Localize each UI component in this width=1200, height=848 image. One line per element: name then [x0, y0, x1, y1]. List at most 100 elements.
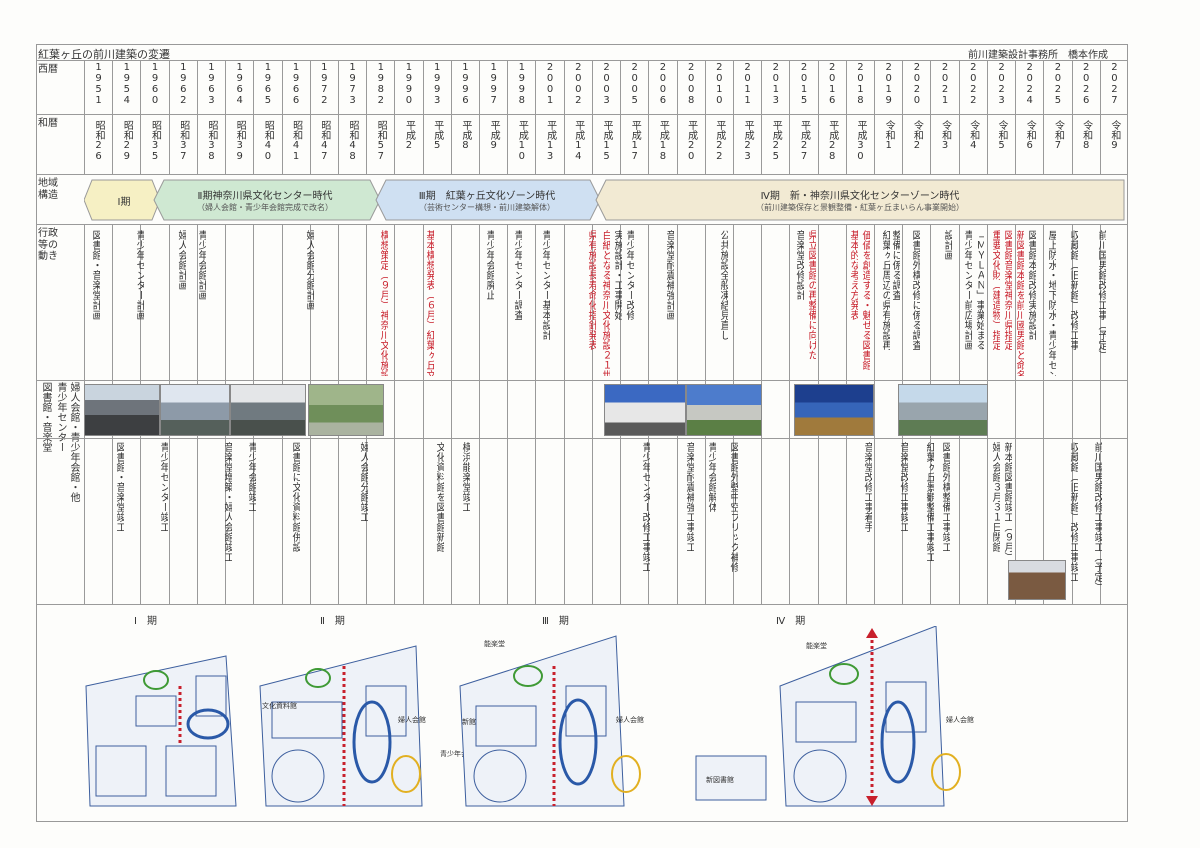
plan-2-blue-mark [352, 700, 392, 784]
column-divider [930, 60, 932, 174]
admin-event: 整備に係る調査 [890, 230, 900, 300]
era-cell: 平成20 [685, 120, 697, 162]
column-divider [789, 60, 791, 174]
photo-music-hall [686, 384, 762, 436]
plan-2-yellow-mark [391, 755, 421, 793]
year-cell: 2024 [1024, 62, 1036, 106]
grid-line [36, 60, 1128, 61]
building-event: 図書館・音楽堂竣工 [114, 442, 124, 532]
era-cell: 昭和26 [93, 120, 105, 162]
grid-line [36, 604, 1128, 605]
column-divider [140, 60, 142, 174]
row-label-wareki: 和暦 [38, 118, 58, 129]
column-divider [507, 224, 509, 604]
era-cell: 令和3 [939, 120, 951, 151]
year-cell: 2027 [1108, 62, 1120, 106]
admin-event: 前川国男館改修工事（予定） [1096, 230, 1106, 360]
era-cell: 平成10 [516, 120, 528, 162]
year-cell: 2020 [911, 62, 923, 106]
year-cell: 1963 [205, 62, 217, 106]
plan-4-nogakudo-label: 能楽堂 [806, 641, 827, 650]
year-cell: 2021 [939, 62, 951, 106]
era-cell: 令和2 [911, 120, 923, 151]
period-2-shape [153, 179, 381, 221]
photo-library [84, 384, 160, 436]
admin-event: 「ＭＹＬＡＮ」事業始まる [974, 230, 984, 350]
year-cell: 2019 [883, 62, 895, 106]
column-divider [1043, 60, 1045, 174]
column-divider [591, 60, 593, 174]
plan-1-green-mark [143, 670, 169, 690]
admin-event: 設計画 [942, 230, 952, 260]
photo-landscape [898, 384, 988, 436]
column-divider [450, 224, 452, 604]
plan-3-green-mark [513, 665, 543, 687]
era-cell: 平成9 [488, 120, 500, 151]
building-event: 音楽堂増築・婦人会館竣工 [222, 442, 232, 562]
row-label-gyosei: 行政等の動き [38, 228, 58, 262]
year-cell: 2010 [713, 62, 725, 106]
admin-event: 新図書館本館を前川國男館と命名 [1014, 230, 1024, 376]
column-divider [591, 224, 593, 604]
grid-line [36, 174, 1128, 175]
year-cell: 2008 [685, 62, 697, 106]
plan-1 [85, 655, 237, 807]
plan-3-round-hall [473, 749, 527, 803]
period-4-sub: （前川建築保存と景観整備・紅葉ヶ丘まいらん事業開始） [756, 203, 964, 212]
period-2: Ⅱ期神奈川県文化センター時代（婦人会館・青少年会館完成で改名） [160, 180, 370, 220]
plan-2-hall [365, 685, 407, 737]
era-cell: 昭和41 [290, 120, 302, 162]
period-3: Ⅲ期 紅葉ヶ丘文化ゾーン時代（芸術センター構想・前川建築解体） [380, 180, 594, 220]
plan-2-library [271, 701, 343, 739]
era-cell: 平成25 [770, 120, 782, 162]
era-cell: 平成14 [572, 120, 584, 162]
timeline-sheet [36, 44, 1128, 822]
grid-line [36, 224, 1128, 225]
admin-event: 基本構想発表（６月）紅葉ヶ丘文化ゾーン [424, 230, 434, 376]
building-event: 音楽堂耐震補強工事竣工 [684, 442, 694, 552]
building-event: 文化資料館を図書館新館 [434, 442, 444, 552]
photo-youth-renovation [604, 384, 686, 436]
period-1: Ⅰ期 [92, 180, 156, 220]
column-divider [874, 224, 876, 604]
admin-event: 音楽堂改修設計 [794, 230, 804, 300]
era-cell: 平成2 [403, 120, 415, 151]
era-cell: 平成13 [544, 120, 556, 162]
year-cell: 1982 [375, 62, 387, 106]
building-event: 婦人会館分館竣工 [358, 442, 368, 522]
admin-event: 重要文化財（建造物）指定 [990, 230, 1000, 350]
era-cell: 平成30 [854, 120, 866, 162]
era-cell: 令和5 [996, 120, 1008, 151]
year-cell: 2026 [1080, 62, 1092, 106]
plan-4-shintoshokan-label: 新図書館 [706, 775, 734, 784]
column-divider [112, 60, 114, 174]
admin-event: 紅葉ヶ丘周辺の県有施設再 [880, 230, 890, 350]
column-divider [817, 60, 819, 174]
era-cell: 昭和35 [149, 120, 161, 162]
column-divider [1099, 60, 1101, 174]
year-cell: 1990 [403, 62, 415, 106]
admin-event: 屋上防水・地下防水・青少年センター井天改修 [1046, 230, 1056, 376]
year-cell: 1973 [347, 62, 359, 106]
era-cell: 平成18 [657, 120, 669, 162]
admin-event: 婦人会館計画 [176, 230, 186, 290]
year-cell: 1951 [93, 62, 105, 106]
column-divider [648, 60, 650, 174]
plan-2-bunka-label: 文化資料館 [262, 701, 297, 710]
photo-new-library [794, 384, 874, 436]
plan-4-library [795, 701, 857, 743]
period-1-label: Ⅰ期 [117, 196, 131, 208]
column-divider [874, 60, 876, 174]
era-cell: 昭和57 [375, 120, 387, 162]
admin-event: 基本的な考え方発表 [848, 230, 858, 320]
period-4-shape [595, 179, 1125, 221]
photo-youth-center [160, 384, 230, 436]
year-cell: 2005 [629, 62, 641, 106]
plan-3-shinkan-label: 新館 [462, 717, 476, 726]
year-cell: 1972 [318, 62, 330, 106]
building-event: 青少年会館解体 [706, 442, 716, 512]
year-cell: 1954 [121, 62, 133, 106]
column-divider [732, 60, 734, 174]
column-divider [986, 60, 988, 174]
period-band [84, 179, 1125, 221]
